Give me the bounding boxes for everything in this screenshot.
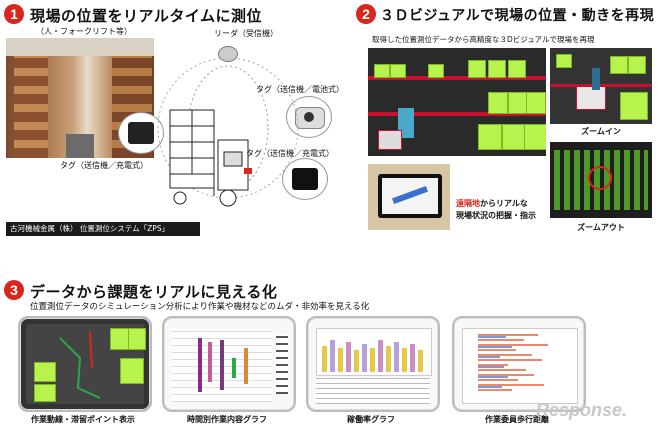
tag-rechargeable-label-2: タグ（送信機／充電式） [246, 149, 334, 158]
thumbnail-label-1: 作業動線・滞留ポイント表示 [31, 415, 135, 424]
remote-text-line1: 遠隔地からリアルな [456, 198, 528, 209]
remote-keyword: 遠隔地 [456, 199, 480, 208]
3d-zoom-out-view [550, 142, 652, 218]
3d-main-view [368, 48, 546, 156]
thumbnail-label-4: 作業委員歩行距離 [485, 415, 549, 424]
system-caption: 古河機械金属（株） 位置測位システム「ZPS」 [6, 222, 200, 236]
remote-text-rest: からリアルな [480, 199, 528, 208]
section3-subtitle: 位置測位データのシミュレーション分析により作業や機材などのムダ・非効率を見える化 [30, 302, 370, 312]
3d-zoom-in-view [550, 48, 652, 124]
section1-number-badge: 1 [4, 4, 24, 24]
zoom-out-label: ズームアウト [577, 223, 625, 232]
thumbnail-label-3: 稼働率グラフ [347, 415, 395, 424]
thumbnail-utilization-chart [306, 316, 440, 412]
section1-subtitle: （人・フォークリフト等） [36, 27, 132, 36]
thumbnail-time-chart [162, 316, 296, 412]
remote-text-line2: 現場状況の把握・指示 [456, 211, 536, 220]
reader-label: リーダ（受信機） [214, 29, 278, 38]
reader-device-icon [218, 46, 238, 62]
section2-title: ３Ｄビジュアルで現場の位置・動きを再現 [380, 8, 655, 24]
section2-number-badge: 2 [356, 4, 376, 24]
zoom-in-label: ズームイン [581, 127, 621, 136]
section1-title: 現場の位置をリアルタイムに測位 [30, 7, 263, 25]
section3-title: データから課題をリアルに見える化 [30, 283, 278, 301]
thumbnail-flow-view [18, 316, 152, 412]
tag-device-photo-2 [282, 158, 328, 200]
tag-battery-device-photo [286, 96, 332, 138]
thumbnail-walking-distance-chart [452, 316, 586, 412]
forklift-icon [169, 109, 252, 207]
response-watermark-logo: Response. [536, 400, 628, 420]
section3-number-badge: 3 [4, 280, 24, 300]
tag-rechargeable-label-1: タグ（送信機／充電式） [60, 161, 148, 170]
tag-battery-label: タグ（送信機／電池式） [256, 85, 344, 94]
section2-subtitle: 取得した位置測位データから高精度な３Dビジュアルで現場を再現 [372, 35, 595, 44]
remote-tablet-photo [368, 164, 450, 230]
tag-device-photo-1 [118, 112, 164, 154]
thumbnail-label-2: 時間別作業内容グラフ [187, 415, 267, 424]
warehouse-photo [6, 38, 154, 158]
